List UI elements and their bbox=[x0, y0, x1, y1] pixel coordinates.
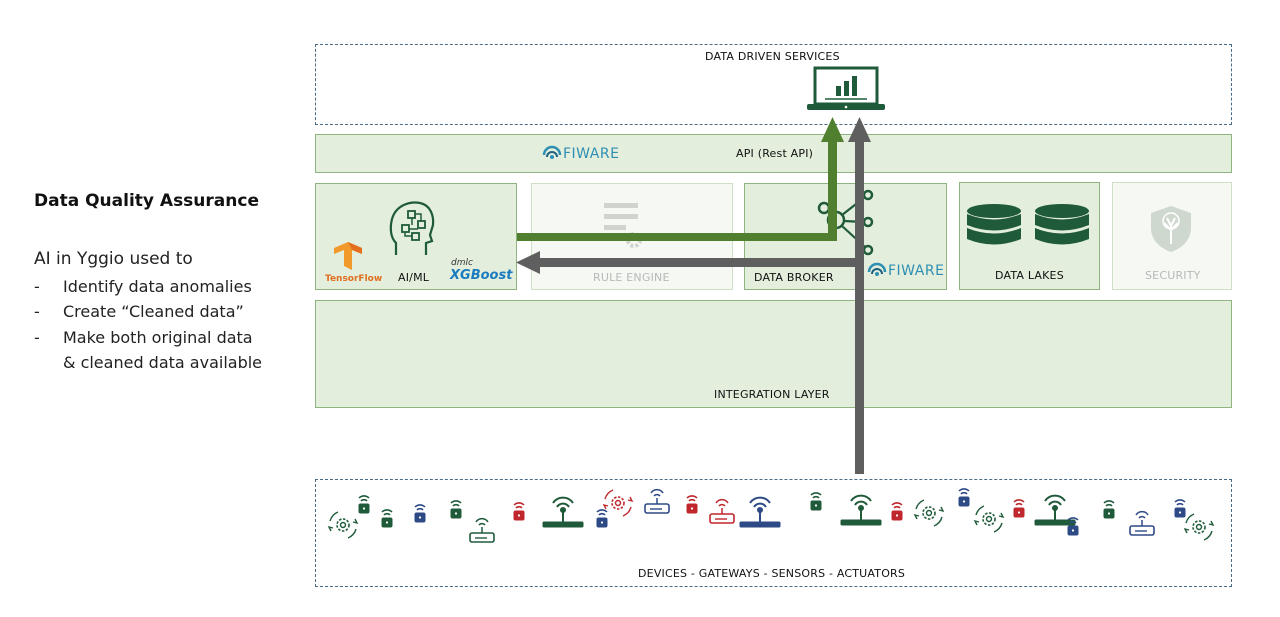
section-title: Data Quality Assurance bbox=[34, 191, 259, 211]
green-arrow-head bbox=[821, 117, 844, 142]
rule-engine-label: RULE ENGINE bbox=[593, 271, 670, 284]
data-lakes-label: DATA LAKES bbox=[995, 269, 1064, 282]
services-layer bbox=[315, 44, 1232, 125]
fiware-logo-text: FIWARE bbox=[888, 263, 945, 279]
tensorflow-logo-icon bbox=[334, 242, 362, 270]
laptop-icon bbox=[807, 66, 885, 110]
aiml-box bbox=[315, 183, 517, 290]
fiware-logo-icon bbox=[867, 262, 887, 276]
fiware-logo-icon bbox=[542, 145, 562, 159]
api-layer bbox=[315, 134, 1232, 173]
intro-text: AI in Yggio used to bbox=[34, 249, 193, 269]
services-label: DATA DRIVEN SERVICES bbox=[705, 50, 840, 63]
devices-layer bbox=[315, 479, 1232, 587]
shield-icon bbox=[1151, 206, 1191, 252]
bullet-item: & cleaned data available bbox=[63, 353, 263, 372]
grey-broker-arrow-shaft bbox=[538, 258, 860, 267]
data-broker-label: DATA BROKER bbox=[754, 271, 834, 284]
ai-head-icon bbox=[389, 201, 435, 255]
aiml-label: AI/ML bbox=[398, 271, 430, 284]
bullet-item: -Identify data anomalies bbox=[34, 277, 252, 296]
fiware-logo-text: FIWARE bbox=[563, 146, 620, 162]
green-arrow-horizontal bbox=[517, 233, 837, 241]
dmlc-logo-text: dmlc bbox=[451, 258, 473, 268]
green-arrow-shaft bbox=[828, 140, 837, 241]
database-icon bbox=[967, 204, 1089, 245]
grey-arrow-head bbox=[848, 117, 871, 142]
bullet-item: -Create “Cleaned data” bbox=[34, 302, 244, 321]
tensorflow-logo-text: TensorFlow bbox=[325, 274, 383, 284]
devices-label: DEVICES - GATEWAYS - SENSORS - ACTUATORS bbox=[638, 567, 906, 580]
integration-layer bbox=[315, 300, 1232, 408]
api-label: API (Rest API) bbox=[736, 147, 814, 160]
grey-broker-arrow-head bbox=[516, 251, 540, 274]
xgboost-logo-text: XGBoost bbox=[450, 268, 513, 283]
bullet-item: -Make both original data bbox=[34, 328, 253, 347]
security-label: SECURITY bbox=[1145, 269, 1201, 282]
grey-arrow-shaft bbox=[855, 140, 864, 474]
integration-label: INTEGRATION LAYER bbox=[714, 388, 830, 401]
